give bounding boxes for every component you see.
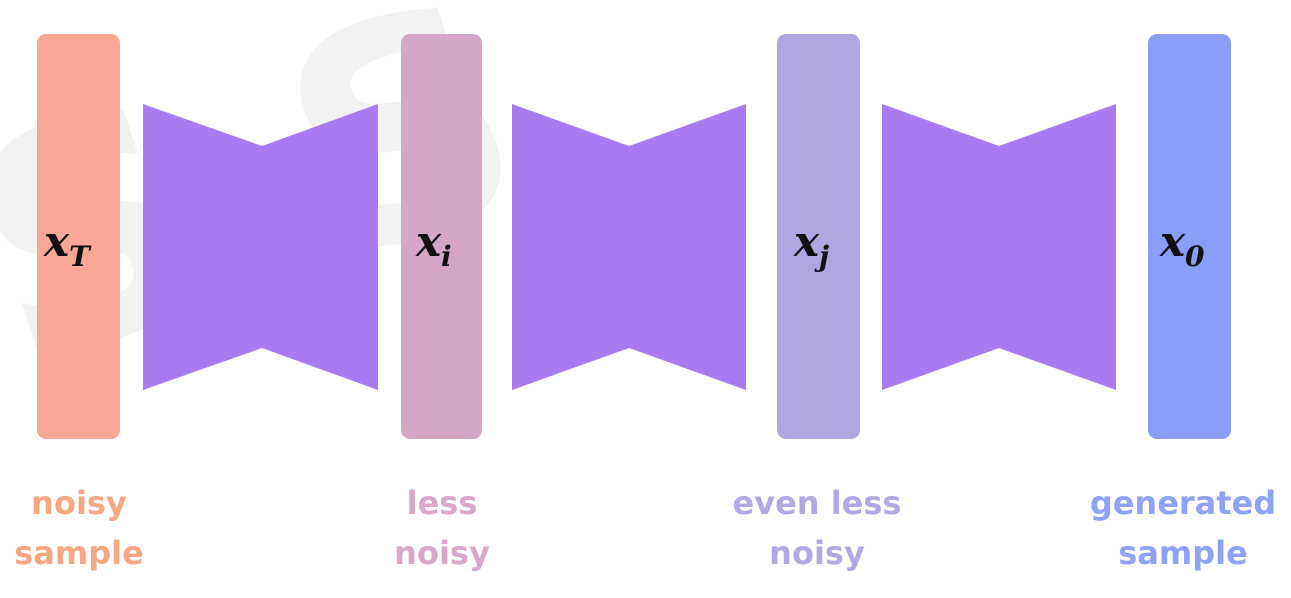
label-x-j: xj: [793, 217, 829, 273]
label-x-i: xi: [415, 217, 452, 273]
generated-sample-bar: [1148, 34, 1231, 439]
caption-line: noisy: [769, 534, 865, 572]
caption-line: sample: [14, 534, 144, 572]
caption-generated-sample: generated sample: [1063, 478, 1291, 578]
caption-line: generated: [1089, 484, 1277, 522]
caption-even-less-noisy: even less noisy: [697, 478, 937, 578]
caption-line: noisy: [394, 534, 490, 572]
label-x-0: x0: [1159, 217, 1205, 273]
caption-less-noisy: less noisy: [322, 478, 562, 578]
caption-line: sample: [1118, 534, 1248, 572]
caption-line: noisy: [31, 484, 127, 522]
denoise-block-3: [882, 104, 1116, 390]
denoise-block-2: [512, 104, 746, 390]
noisy-sample-bar: [37, 34, 120, 439]
label-x-T: xT: [43, 217, 92, 273]
denoise-block-1: [143, 104, 378, 390]
caption-noisy-sample: noisy sample: [0, 478, 199, 578]
caption-line: less: [406, 484, 478, 522]
less-noisy-bar: [401, 34, 482, 439]
caption-line: even less: [732, 484, 902, 522]
even-less-noisy-bar: [777, 34, 860, 439]
